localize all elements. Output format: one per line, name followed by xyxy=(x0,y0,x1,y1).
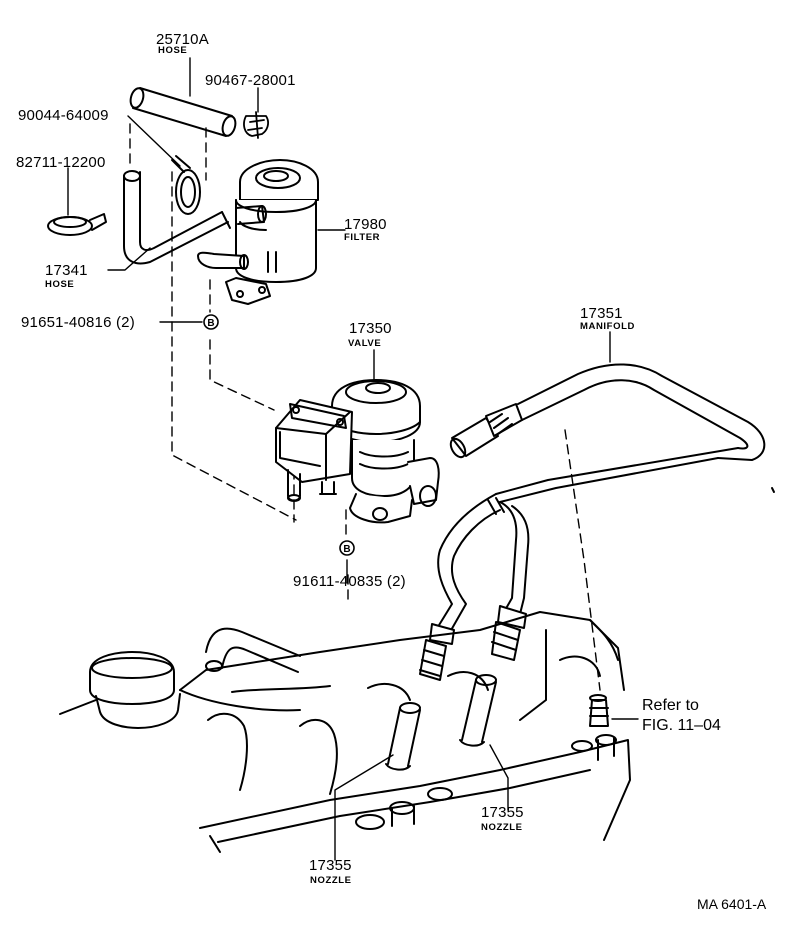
part-number-17355-right: 17355 xyxy=(481,804,524,821)
part-number-25710a: 25710A xyxy=(156,31,209,48)
stray-mark xyxy=(771,487,775,493)
part-name-17350: VALVE xyxy=(348,338,382,349)
bolt-marker-upper-letter: B xyxy=(207,318,214,329)
part-number-90467: 90467-28001 xyxy=(205,72,296,89)
part-number-17351: 17351 xyxy=(580,305,623,322)
dashed-guides xyxy=(129,123,601,691)
nozzle-right xyxy=(459,674,497,747)
cylinder-head xyxy=(59,611,631,853)
hose-17341 xyxy=(123,170,231,265)
part-name-17355-right: NOZZLE xyxy=(481,822,523,833)
figure-reference-label: FIG. 11–04 xyxy=(642,717,721,734)
bolt-marker-lower-letter: B xyxy=(343,544,350,555)
part-number-91611: 91611-40835 (2) xyxy=(293,573,406,590)
manifold-17351 xyxy=(419,363,766,681)
part-number-17341: 17341 xyxy=(45,262,88,279)
part-number-90044: 90044-64009 xyxy=(18,107,109,124)
part-number-82711: 82711-12200 xyxy=(16,154,106,171)
clip-90467 xyxy=(243,111,269,139)
part-name-17341: HOSE xyxy=(45,279,75,290)
hose-25710a xyxy=(129,87,237,137)
part-name-25710a: HOSE xyxy=(158,45,188,56)
nozzle-left xyxy=(385,702,421,771)
clamp-82711 xyxy=(47,213,107,236)
part-name-17351: MANIFOLD xyxy=(580,321,635,332)
diagram-code: MA 6401-A xyxy=(697,896,767,912)
leader-lines xyxy=(67,57,639,861)
part-number-91651: 91651-40816 (2) xyxy=(21,314,135,331)
refer-to-label: Refer to xyxy=(642,697,699,714)
part-number-17980: 17980 xyxy=(344,216,387,233)
fitting-ref-11-04 xyxy=(589,694,609,727)
valve-17350 xyxy=(275,379,440,524)
bolt-marker-upper: B xyxy=(203,314,219,330)
bolt-marker-lower: B xyxy=(339,540,355,556)
part-name-17355-left: NOZZLE xyxy=(310,875,352,886)
part-number-17355-left: 17355 xyxy=(309,857,352,874)
filter-17980 xyxy=(197,159,319,305)
part-name-17980: FILTER xyxy=(344,232,381,243)
clamp-90044 xyxy=(171,155,201,215)
part-number-17350: 17350 xyxy=(349,320,392,337)
